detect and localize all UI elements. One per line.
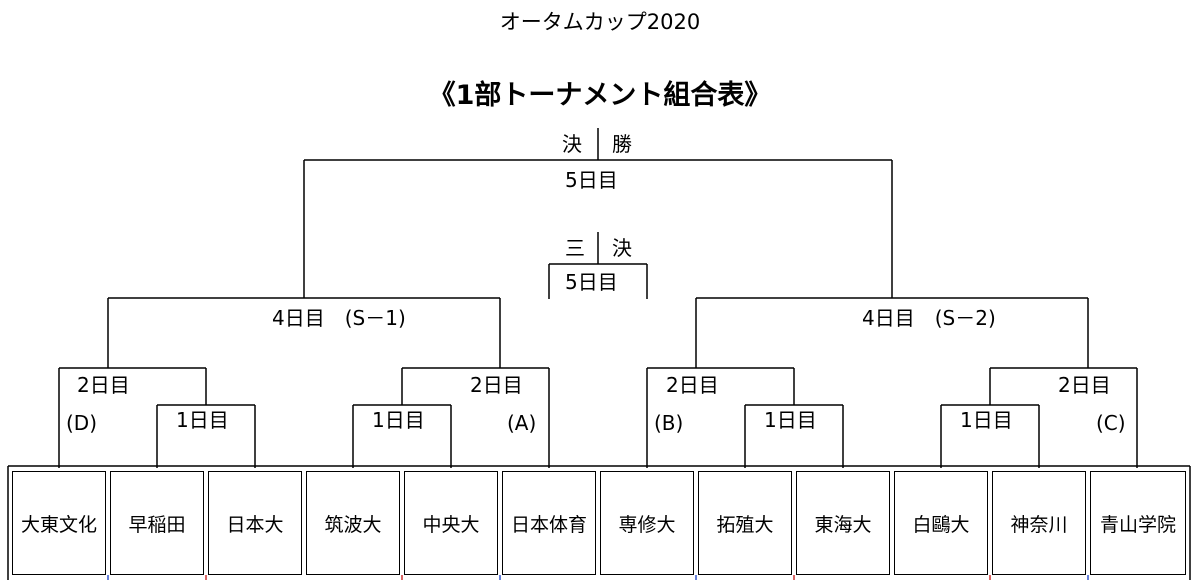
team-box: 神奈川 [992,471,1086,575]
final-label-2: 勝 [612,132,632,156]
semi-left-label: 4日目 (S－1) [272,306,406,330]
tag-b: (B) [654,411,684,435]
team-box: 拓殖大 [698,471,792,575]
final-day: 5日目 [565,168,618,192]
team-box: 白鷗大 [894,471,988,575]
page-title: オータムカップ2020 [499,10,701,34]
team-box: 日本体育 [502,471,596,575]
tag-a: (A) [507,411,537,435]
r2-a-day: 2日目 [470,373,523,397]
bracket-subtitle: 《1部トーナメント組合表》 [428,80,772,111]
r2-b-day: 2日目 [666,373,719,397]
team-box: 専修大 [600,471,694,575]
third-label: 三 [565,236,585,260]
final-label: 決 [562,132,582,156]
r2-c-day: 2日目 [1058,373,1111,397]
r1-1-day: 1日目 [176,408,229,432]
semi-right-label: 4日目 (S－2) [862,306,996,330]
third-day: 5日目 [565,270,618,294]
tag-c: (C) [1096,411,1126,435]
tag-d: (D) [66,411,98,435]
team-box: 早稲田 [110,471,204,575]
team-box: 筑波大 [306,471,400,575]
r2-d-day: 2日目 [77,373,130,397]
r1-2-day: 1日目 [372,408,425,432]
team-box: 東海大 [796,471,890,575]
team-box: 青山学院 [1090,471,1186,575]
team-box: 大東文化 [12,471,106,575]
third-label-2: 決 [612,236,632,260]
r1-3-day: 1日目 [764,408,817,432]
r1-4-day: 1日目 [960,408,1013,432]
team-box: 日本大 [208,471,302,575]
team-box: 中央大 [404,471,498,575]
